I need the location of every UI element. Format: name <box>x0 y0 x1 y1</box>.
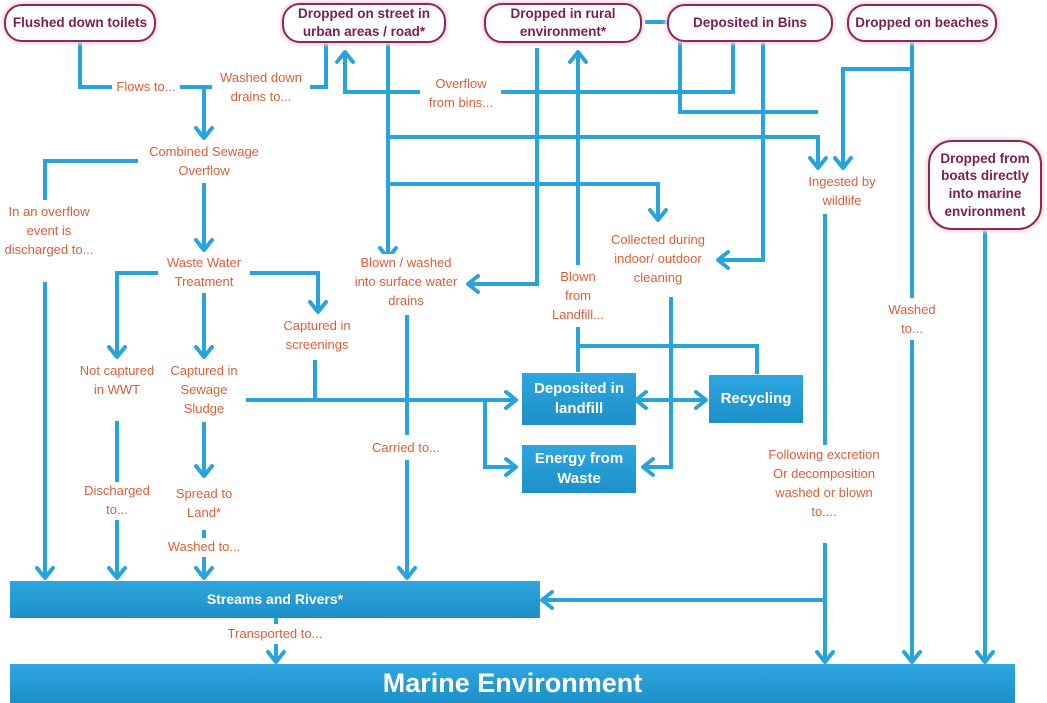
arrow-collected <box>648 208 668 222</box>
connector-street-h1 <box>388 135 820 168</box>
arrow-screenings <box>308 300 328 314</box>
arrow-blown-washed-2 <box>466 274 480 294</box>
box-marine-environment: Marine Environment <box>10 664 1015 703</box>
label-combined-sewage-overflow: Combined Sewage Overflow <box>139 143 269 181</box>
arrow-landfill-left <box>634 390 648 410</box>
connector-toilets-flows <box>78 42 112 89</box>
arrow-spread <box>194 464 214 478</box>
connector-to-energy <box>483 400 516 469</box>
arrow-discharged-streams <box>107 566 127 580</box>
arrow-excretion-marine <box>815 650 835 664</box>
arrow-recycling-right <box>694 390 708 410</box>
arrow-to-street <box>335 50 355 64</box>
connector-street-h2 <box>388 182 660 220</box>
arrow-ingested-1 <box>808 156 828 170</box>
label-washed-to-2: Washed to... <box>882 301 942 339</box>
label-transported-to: Transported to... <box>227 625 323 644</box>
connector-cso-left <box>43 159 138 200</box>
box-deposited-landfill: Deposited in landfill <box>522 373 636 425</box>
connector-rural-down <box>468 48 539 286</box>
arrow-to-rural <box>568 50 588 64</box>
connector-bins-down <box>718 42 765 262</box>
connector-recycle-loop <box>578 344 759 374</box>
source-dropped-rural: Dropped in rural environment* <box>484 3 642 43</box>
arrow-to-cso <box>194 126 214 140</box>
label-overflow-bins: Overflow from bins... <box>421 75 501 113</box>
label-carried-to: Carried to... <box>372 439 440 458</box>
label-blown-washed-drains: Blown / washed into surface water drains <box>350 254 462 311</box>
label-captured-screenings: Captured in screenings <box>275 317 359 355</box>
arrow-washed-streams <box>194 566 214 580</box>
box-energy-from-waste: Energy from Waste <box>522 445 636 493</box>
label-spread-to-land: Spread to Land* <box>167 485 241 523</box>
arrow-ingested-2 <box>833 156 853 170</box>
label-overflow-event: In an overflow event is discharged to... <box>1 203 97 260</box>
connector-wwt-right <box>250 271 320 312</box>
box-recycling: Recycling <box>709 375 803 423</box>
arrow-energy-in <box>504 457 518 477</box>
label-discharged-to: Discharged to... <box>75 482 159 520</box>
connector-wwt-left <box>115 271 158 357</box>
connector-drains-junction <box>310 42 328 89</box>
arrow-landfill-in <box>504 390 518 410</box>
label-waste-water-treatment: Waste Water Treatment <box>159 254 249 292</box>
arrow-excretion-streams <box>540 590 554 610</box>
source-dropped-boats: Dropped from boats directly into marine … <box>928 140 1042 230</box>
arrow-carried-streams <box>397 566 417 580</box>
arrow-washed-marine <box>902 650 922 664</box>
label-captured-sewage-sludge: Captured in Sewage Sludge <box>162 362 246 419</box>
connector-cleaning-down <box>643 297 673 469</box>
label-blown-from-landfill: Blown from Landfill... <box>546 268 610 325</box>
source-dropped-beaches: Dropped on beaches <box>847 4 997 42</box>
source-deposited-bins: Deposited in Bins <box>667 4 833 42</box>
label-washed-to-1: Washed to... <box>167 538 241 557</box>
arrow-transport-marine <box>266 650 286 664</box>
box-streams-rivers: Streams and Rivers* <box>10 581 540 618</box>
label-flows-to: Flows to... <box>116 78 176 97</box>
arrow-overflow-streams <box>35 566 55 580</box>
arrow-boats-marine <box>975 650 995 664</box>
label-washed-down-drains: Washed down drains to... <box>213 69 309 107</box>
arrow-energy-right <box>641 457 655 477</box>
connector-beaches-left <box>841 67 912 168</box>
arrow-sludge <box>194 345 214 359</box>
arrow-collected-2 <box>716 250 730 270</box>
source-dropped-street: Dropped on street in urban areas / road* <box>282 3 446 43</box>
label-not-captured-wwt: Not captured in WWT <box>75 362 159 400</box>
connector-bins-overflow <box>485 42 735 94</box>
connector-overflow-bins <box>343 52 420 94</box>
label-following-excretion: Following excretion Or decomposition was… <box>766 446 882 522</box>
label-collected-cleaning: Collected during indoor/ outdoor cleanin… <box>600 231 716 288</box>
label-ingested-wildlife: Ingested by wildlife <box>800 173 884 211</box>
arrow-not-captured <box>107 345 127 359</box>
arrow-to-wwt <box>194 238 214 252</box>
connector-rural-right <box>645 20 818 114</box>
source-flushed-toilets: Flushed down toilets <box>4 4 156 42</box>
